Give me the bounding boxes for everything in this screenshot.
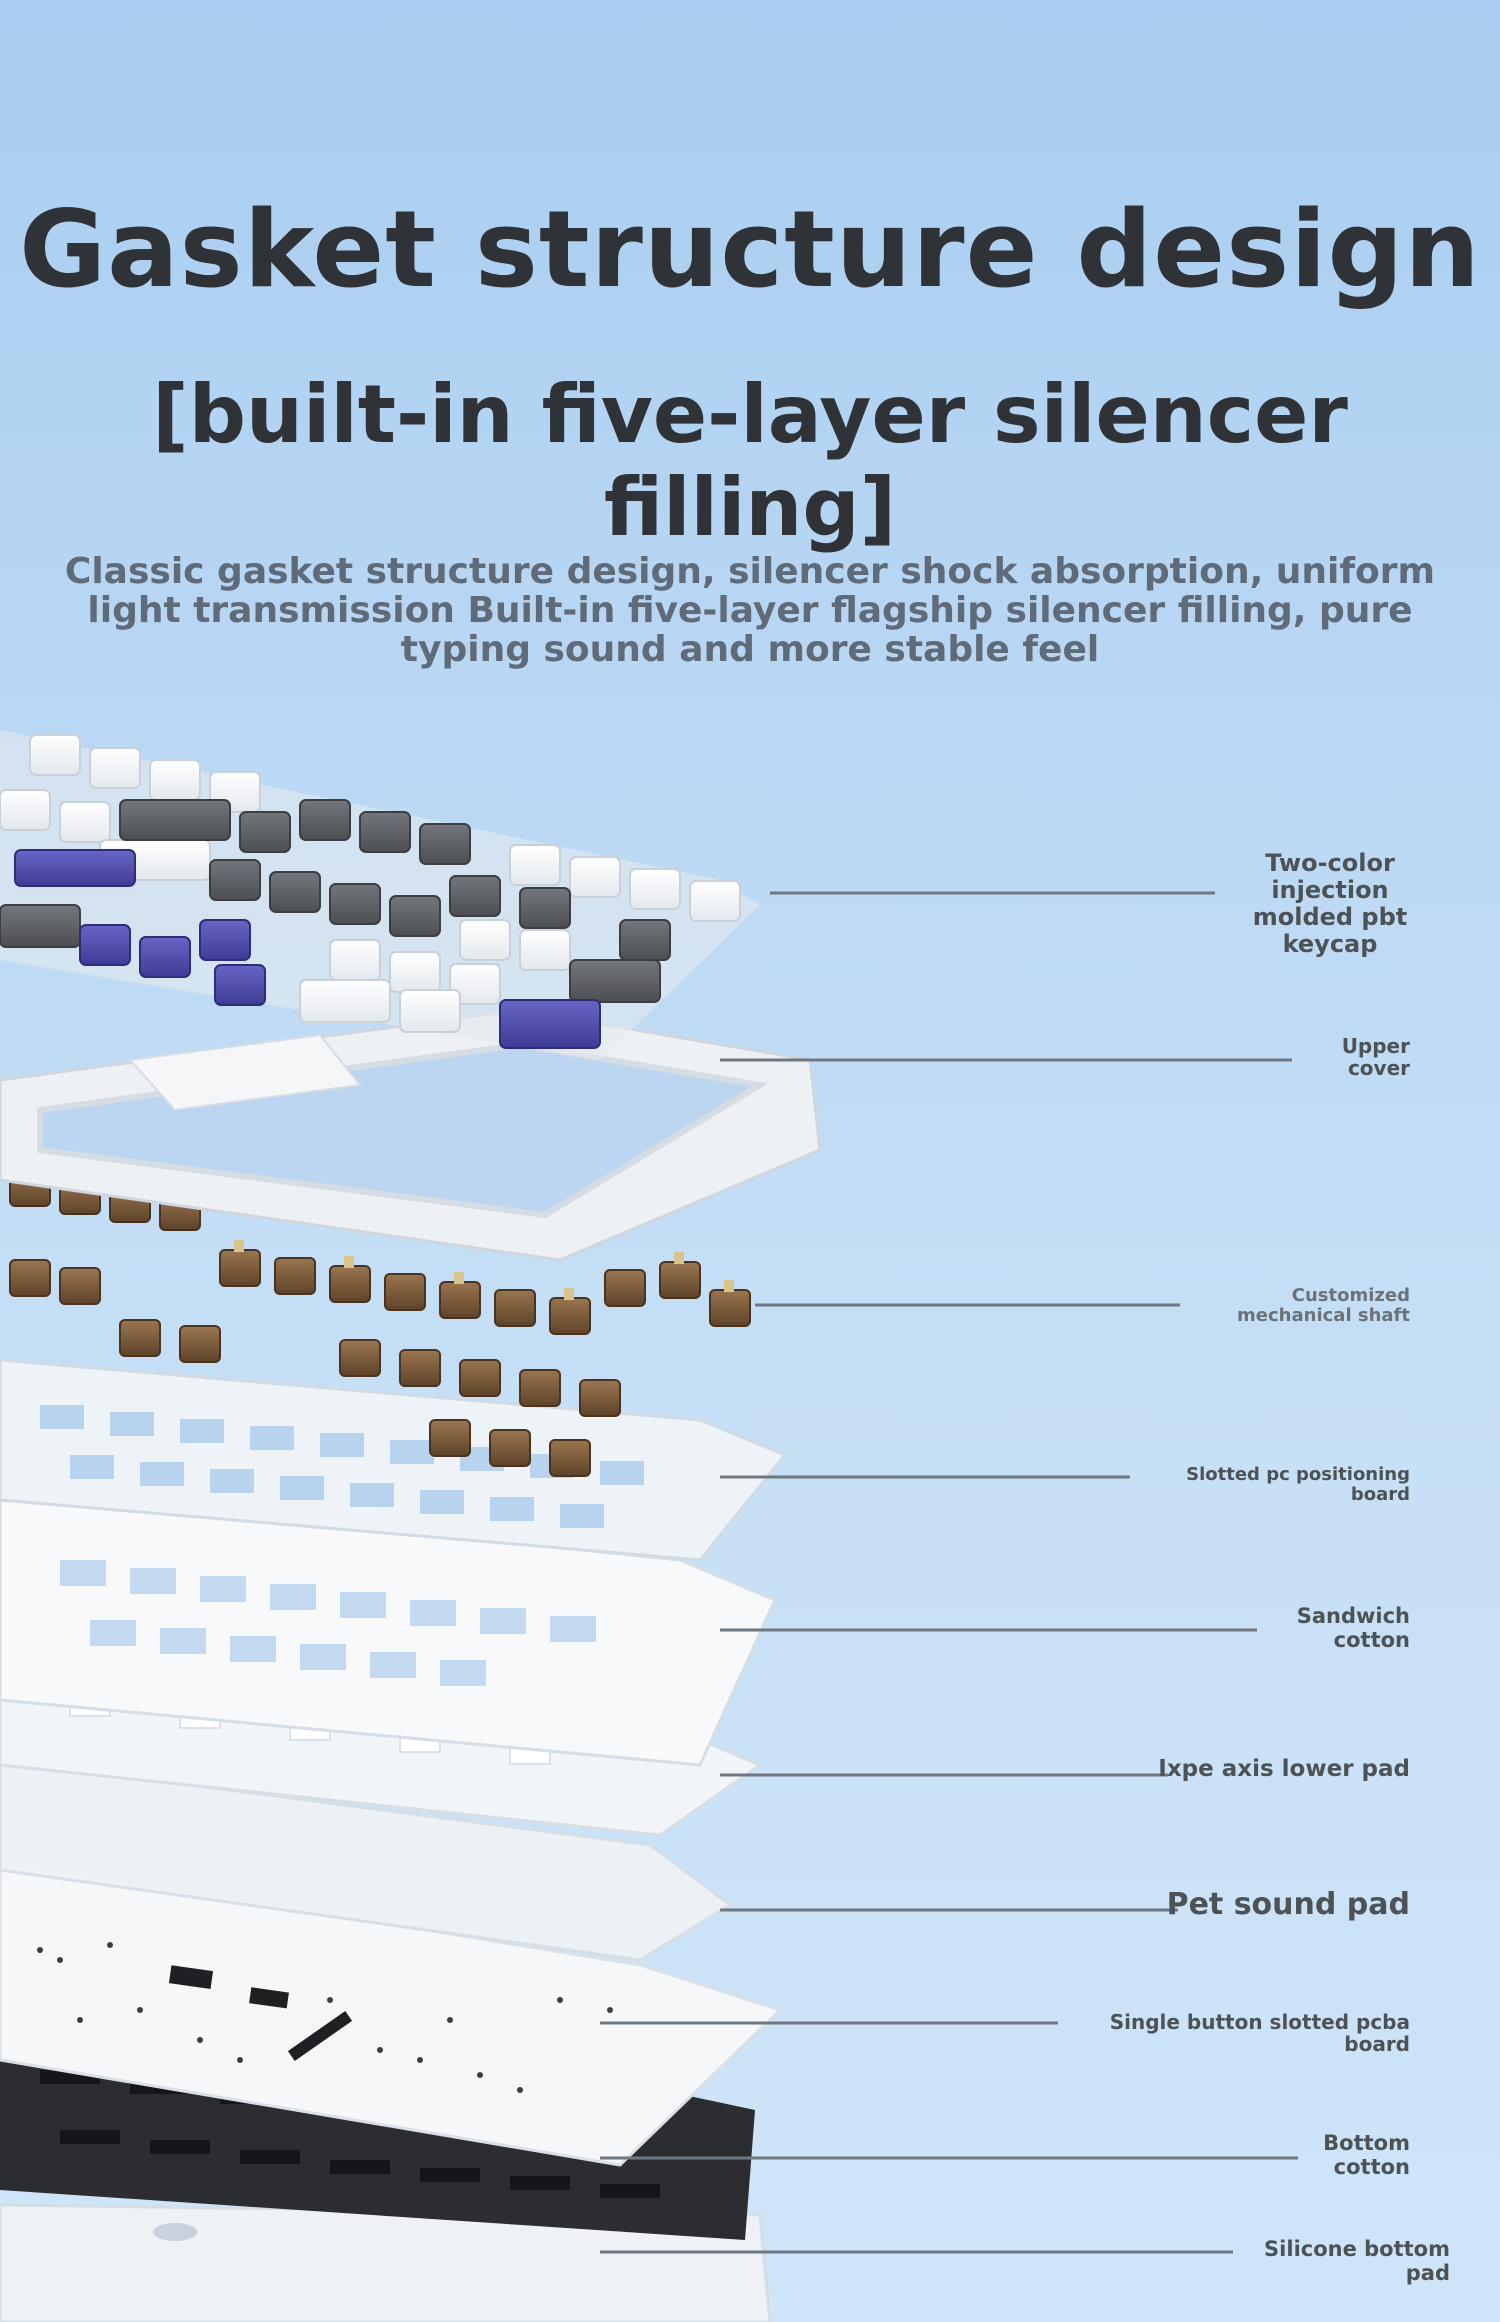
keycaps-layer: [0, 730, 760, 1060]
label-pc-positioning-board: Slotted pc positioning board: [1186, 1464, 1410, 1506]
label-keycap: Two-color injection molded pbt keycap: [1252, 849, 1408, 958]
exploded-keyboard-illustration: [0, 730, 1298, 2322]
sandwich-cotton-layer: [0, 1488, 778, 1767]
page-description: Classic gasket structure design, silence…: [64, 551, 1436, 670]
label-pet-sound-pad: Pet sound pad: [1166, 1887, 1410, 1922]
upper-cover-layer: [0, 1008, 822, 1262]
label-upper-cover: Upper cover: [1341, 1034, 1410, 1081]
pcba-board-layer: [0, 1858, 783, 2167]
label-sandwich-cotton: Sandwich cotton: [1296, 1604, 1410, 1652]
label-mechanical-shaft: Customized mechanical shaft: [1237, 1285, 1410, 1327]
page-subtitle: [built-in five-layer silencer filling]: [152, 368, 1348, 554]
page-title: Gasket structure design: [19, 188, 1481, 311]
label-pcba-board: Single button slotted pcba board: [1109, 2010, 1410, 2057]
label-bottom-cotton: Bottom cotton: [1323, 2131, 1410, 2179]
label-silicone-bottom-pad: Silicone bottom pad: [1264, 2237, 1450, 2285]
leader-lines: [600, 891, 1298, 2254]
label-ixpe-pad: Ixpe axis lower pad: [1158, 1756, 1410, 1782]
pet-sound-pad-layer: [0, 1758, 733, 1962]
